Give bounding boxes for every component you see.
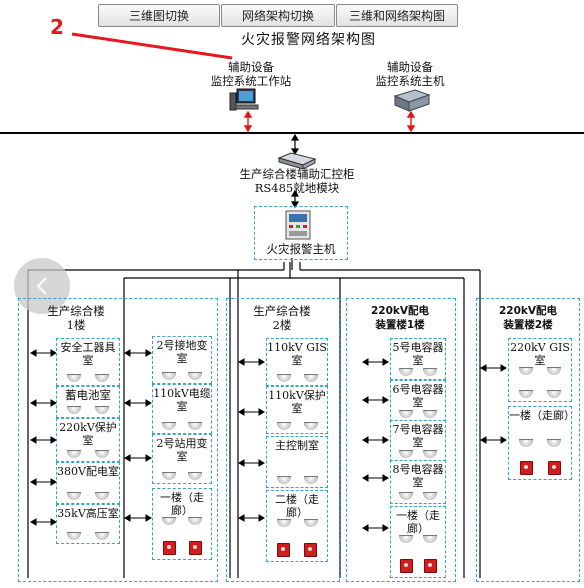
room-corridor-d[interactable]: 一楼（走廊）: [508, 406, 575, 480]
fire-alarm-host-label: 火灾报警主机: [266, 242, 336, 256]
room-220kv-gis[interactable]: 220kV GIS室: [508, 338, 572, 402]
room-35kv[interactable]: 35kV高压室: [56, 504, 120, 544]
switch-icon: [277, 152, 317, 170]
room-main-control[interactable]: 主控制室: [266, 436, 328, 488]
building-220kv-2f: [476, 298, 580, 582]
room-2-grounding[interactable]: 2号接地变室: [152, 336, 212, 384]
building-220kv-1f: [346, 298, 456, 582]
building-production-2f: [226, 298, 340, 582]
back-button[interactable]: [14, 258, 70, 314]
room-8-capacitor[interactable]: 8号电容器室: [390, 460, 446, 504]
chevron-left-icon: [36, 277, 47, 295]
room-6-capacitor[interactable]: 6号电容器室: [390, 380, 446, 422]
server-icon: [393, 89, 431, 112]
workstation-computer-icon: [229, 88, 259, 111]
room-battery[interactable]: 蓄电池室: [56, 386, 120, 418]
building-production-1f: [18, 298, 218, 582]
room-2-station-transformer[interactable]: 2号站用变室: [152, 434, 212, 484]
room-110kv-cable[interactable]: 110kV电缆室: [152, 384, 212, 434]
room-corridor-1f-c[interactable]: 一楼（走廊）: [390, 506, 446, 578]
room-safety-tools[interactable]: 安全工器具室: [56, 338, 120, 386]
alarm-panel-icon: [285, 210, 311, 240]
room-7-capacitor[interactable]: 7号电容器室: [390, 420, 446, 462]
room-110kv-protection[interactable]: 110kV保护室: [266, 386, 328, 434]
tab-3d-and-network[interactable]: 三维和网络架构图: [336, 4, 458, 27]
diagram-title: 火灾报警网络架构图: [241, 32, 376, 48]
tab-3d-view[interactable]: 三维图切换: [98, 4, 220, 27]
room-110kv-gis[interactable]: 110kV GIS室: [266, 338, 328, 386]
room-5-capacitor[interactable]: 5号电容器室: [390, 338, 446, 380]
room-corridor-1f-a[interactable]: 一楼（走廊）: [152, 488, 212, 560]
building-d-title: 220kV配电装置楼2楼: [498, 305, 558, 331]
tab-network-architecture[interactable]: 网络架构切换: [221, 4, 335, 27]
room-380v[interactable]: 380V配电室: [56, 462, 120, 504]
host-label: 辅助设备监控系统主机: [375, 60, 445, 88]
annotation-number: 2: [50, 15, 64, 39]
fire-alarm-host[interactable]: 火灾报警主机: [254, 206, 348, 260]
workstation-label: 辅助设备监控系统工作站: [210, 60, 292, 88]
room-220kv-protection[interactable]: 220kV保护室: [56, 418, 120, 462]
room-corridor-2f[interactable]: 二楼（走廊）: [266, 490, 328, 562]
building-c-title: 220kV配电装置楼1楼: [370, 305, 430, 331]
